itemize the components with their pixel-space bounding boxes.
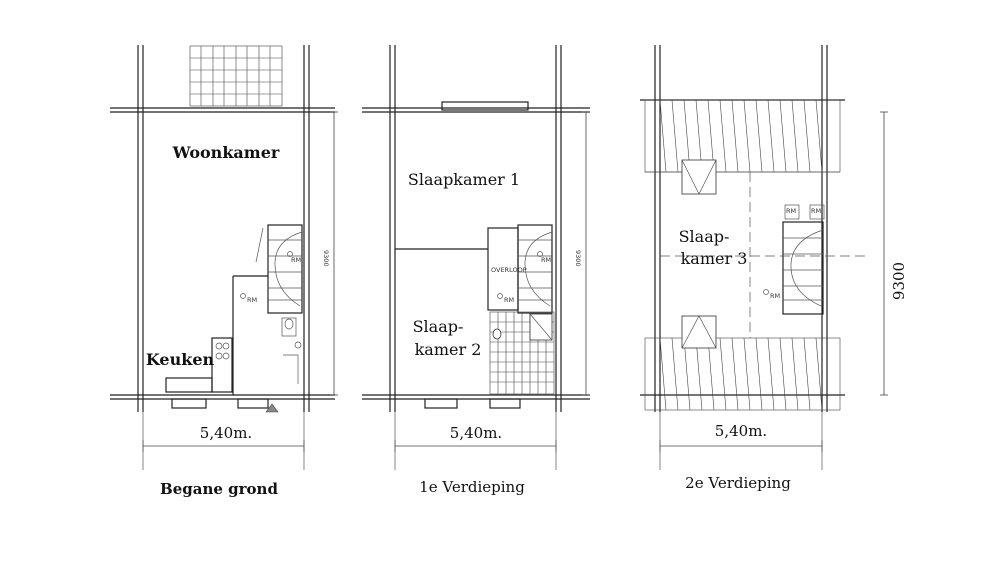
room-label-keuken: Keuken	[146, 350, 215, 369]
floor-caption: 2e Verdieping	[685, 474, 791, 492]
window	[424, 398, 458, 409]
room-label-slaapkamer-1: Slaapkamer 1	[408, 170, 520, 189]
window	[489, 398, 521, 409]
fixture-label: RM	[770, 292, 780, 300]
staircase	[517, 224, 553, 314]
toilet-icon	[284, 318, 294, 330]
width-label: 5,40m.	[450, 424, 502, 442]
fixture-label: RM	[291, 256, 301, 264]
room-label-slaapkamer-3-line2: kamer 3	[681, 249, 748, 268]
toilet-icon	[492, 328, 502, 340]
room-label-slaapkamer-2-line2: kamer 2	[415, 340, 482, 359]
fixture-label: RM	[811, 207, 821, 215]
room-label-woonkamer: Woonkamer	[172, 143, 280, 162]
window	[171, 398, 207, 409]
skylight	[681, 315, 717, 349]
window	[237, 398, 269, 409]
floor-plan-begane-grond: RM RM 9300 5,40m. Woonkamer Keuken Began…	[110, 45, 338, 498]
entrance-arrow-icon	[265, 403, 279, 413]
room-label-slaapkamer-3-line1: Slaap-	[679, 227, 730, 246]
fixture-label: RM	[247, 296, 257, 304]
fixture-label: RM	[504, 296, 514, 304]
skylight	[681, 159, 717, 195]
fixture-label: RM	[786, 207, 796, 215]
width-label: 5,40m.	[715, 422, 767, 440]
roof-slope-bottom	[644, 337, 841, 411]
depth-label: 9300	[890, 262, 908, 300]
kitchen-stove	[211, 337, 233, 393]
staircase	[267, 224, 303, 314]
fixture-label: OVERLOOP	[491, 266, 527, 274]
fixture-label: RM	[541, 256, 551, 264]
floor-caption: 1e Verdieping	[419, 478, 525, 496]
width-label: 5,40m.	[200, 424, 252, 442]
staircase	[782, 221, 824, 315]
depth-label: 9300	[322, 250, 330, 267]
floor-plan-2e-verdieping: RM RM RM 9300 5,40m. Slaap- kamer 3 2e V…	[640, 45, 908, 492]
sink-icon	[294, 341, 302, 349]
floor-caption: Begane grond	[160, 480, 278, 498]
room-label-slaapkamer-2-line1: Slaap-	[413, 317, 464, 336]
window	[441, 101, 529, 111]
floor-plan-1e-verdieping: OVERLOOP RM RM 9300	[362, 45, 590, 496]
depth-label: 9300	[574, 250, 582, 267]
kitchen-counter	[165, 377, 213, 393]
roof-slope-top	[644, 99, 841, 173]
